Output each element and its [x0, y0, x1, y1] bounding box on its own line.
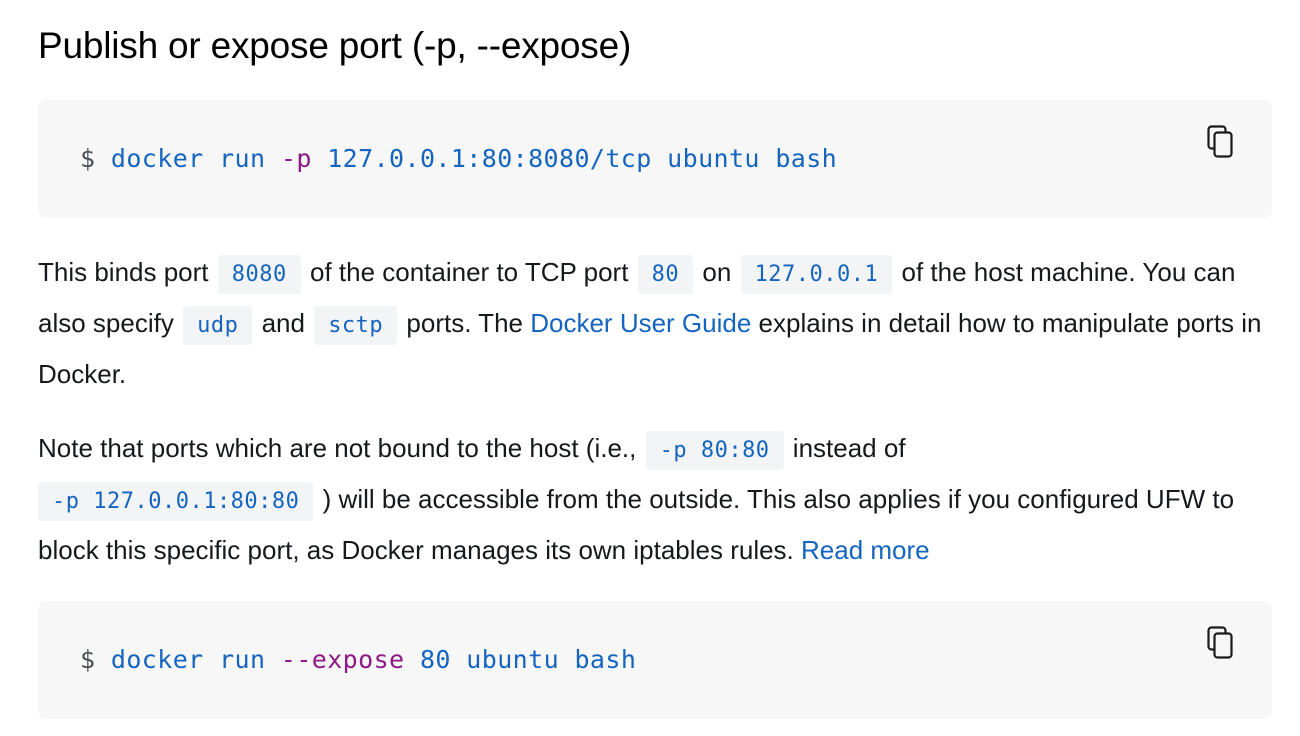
inline-code-8080: 8080	[217, 255, 301, 294]
code-args: 127.0.0.1:80:8080/tcp ubuntu bash	[327, 144, 838, 173]
paragraph-unbound-ports-note: Note that ports which are not bound to t…	[38, 424, 1272, 574]
text: ports. The	[406, 308, 523, 338]
code-block-expose: $ docker run --expose 80 ubuntu bash	[38, 601, 1272, 719]
code-command: docker run	[110, 645, 266, 674]
code-block-publish: $ docker run -p 127.0.0.1:80:8080/tcp ub…	[38, 100, 1272, 218]
inline-code-p-localhost: -p 127.0.0.1:80:80	[38, 482, 314, 521]
text: instead of	[792, 433, 906, 463]
code-flag: --expose	[280, 645, 405, 674]
code-line[interactable]: $ docker run -p 127.0.0.1:80:8080/tcp ub…	[80, 141, 837, 177]
code-line[interactable]: $ docker run --expose 80 ubuntu bash	[80, 642, 636, 678]
shell-prompt: $	[80, 144, 96, 173]
inline-code-p-80-80: -p 80:80	[645, 431, 784, 470]
copy-icon	[1207, 626, 1233, 659]
code-args: 80 ubuntu bash	[419, 645, 637, 674]
copy-button[interactable]	[1206, 625, 1238, 661]
copy-button[interactable]	[1206, 124, 1238, 160]
text: ) will be accessible from the outside. T…	[38, 484, 1235, 565]
inline-code-localhost: 127.0.0.1	[740, 255, 893, 294]
inline-code-sctp: sctp	[314, 306, 398, 345]
inline-code-80: 80	[637, 255, 694, 294]
text: of the host machine. You can also specif…	[38, 257, 1236, 338]
text: explains in detail how to manipulate por…	[38, 308, 1262, 389]
text: on	[702, 257, 732, 287]
code-flag: -p	[280, 144, 312, 173]
section-heading: Publish or expose port (-p, --expose)	[38, 25, 632, 66]
docker-user-guide-link[interactable]: Docker User Guide	[530, 308, 752, 338]
inline-code-udp: udp	[183, 306, 253, 345]
text: and	[261, 308, 305, 338]
paragraph-bind-ports: This binds port 8080 of the container to…	[38, 248, 1272, 398]
read-more-link[interactable]: Read more	[801, 535, 930, 565]
text: This binds port	[38, 257, 209, 287]
text: of the container to TCP port	[309, 257, 629, 287]
text: Note that ports which are not bound to t…	[38, 433, 637, 463]
copy-icon	[1207, 125, 1233, 158]
shell-prompt: $	[80, 645, 96, 674]
code-command: docker run	[110, 144, 266, 173]
